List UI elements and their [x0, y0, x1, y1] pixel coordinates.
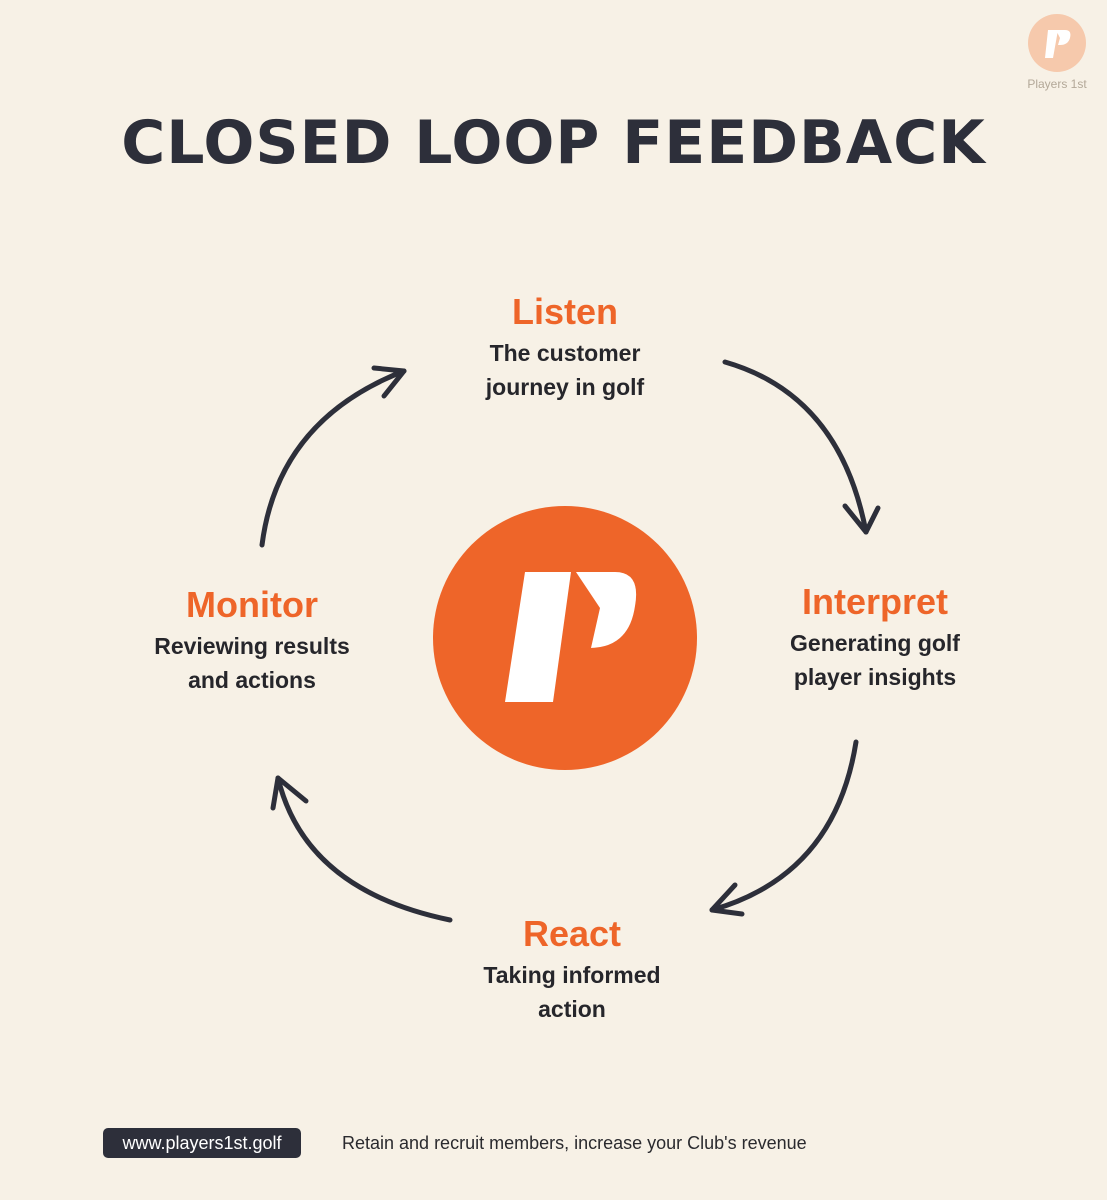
- arrow-listen-to-interpret: [722, 359, 869, 535]
- stage-interpret: Interpret Generating golf player insight…: [715, 580, 1035, 694]
- stage-name: Listen: [511, 291, 618, 332]
- stage-listen: Listen The customer journey in golf: [405, 290, 725, 404]
- stage-description-line: and actions: [188, 667, 316, 693]
- arrow-head-react: [709, 882, 745, 917]
- stage-description-line: Taking informed: [483, 962, 661, 988]
- arrow-monitor-to-listen: [259, 368, 407, 548]
- brand-name: Players 1st: [1027, 77, 1087, 91]
- page-title: CLOSED LOOP FEEDBACK: [121, 108, 986, 178]
- arrow-head-listen: [371, 365, 407, 399]
- stage-description-line: action: [538, 996, 606, 1022]
- arrow-react-to-monitor: [275, 775, 453, 923]
- stage-name: React: [522, 913, 622, 954]
- website-link[interactable]: www.players1st.golf: [103, 1128, 301, 1158]
- stage-react: React Taking informed action: [412, 912, 732, 1026]
- stage-description-line: Reviewing results: [154, 633, 350, 659]
- stage-name: Interpret: [801, 581, 949, 622]
- arrow-head-monitor: [270, 775, 309, 811]
- footer-tagline: Retain and recruit members, increase you…: [342, 1133, 807, 1153]
- arrow-interpret-to-react: [709, 739, 859, 913]
- stage-description-line: player insights: [793, 664, 957, 690]
- stage-description-line: journey in golf: [485, 374, 645, 400]
- stage-description-line: The customer: [489, 340, 641, 366]
- stage-name: Monitor: [186, 584, 318, 625]
- players1st-p-logo-icon: [433, 506, 697, 770]
- brand-logo-icon: [1028, 14, 1086, 72]
- stage-monitor: Monitor Reviewing results and actions: [92, 583, 412, 697]
- stage-description-line: Generating golf: [790, 630, 960, 656]
- arrow-head-interpret: [842, 503, 881, 535]
